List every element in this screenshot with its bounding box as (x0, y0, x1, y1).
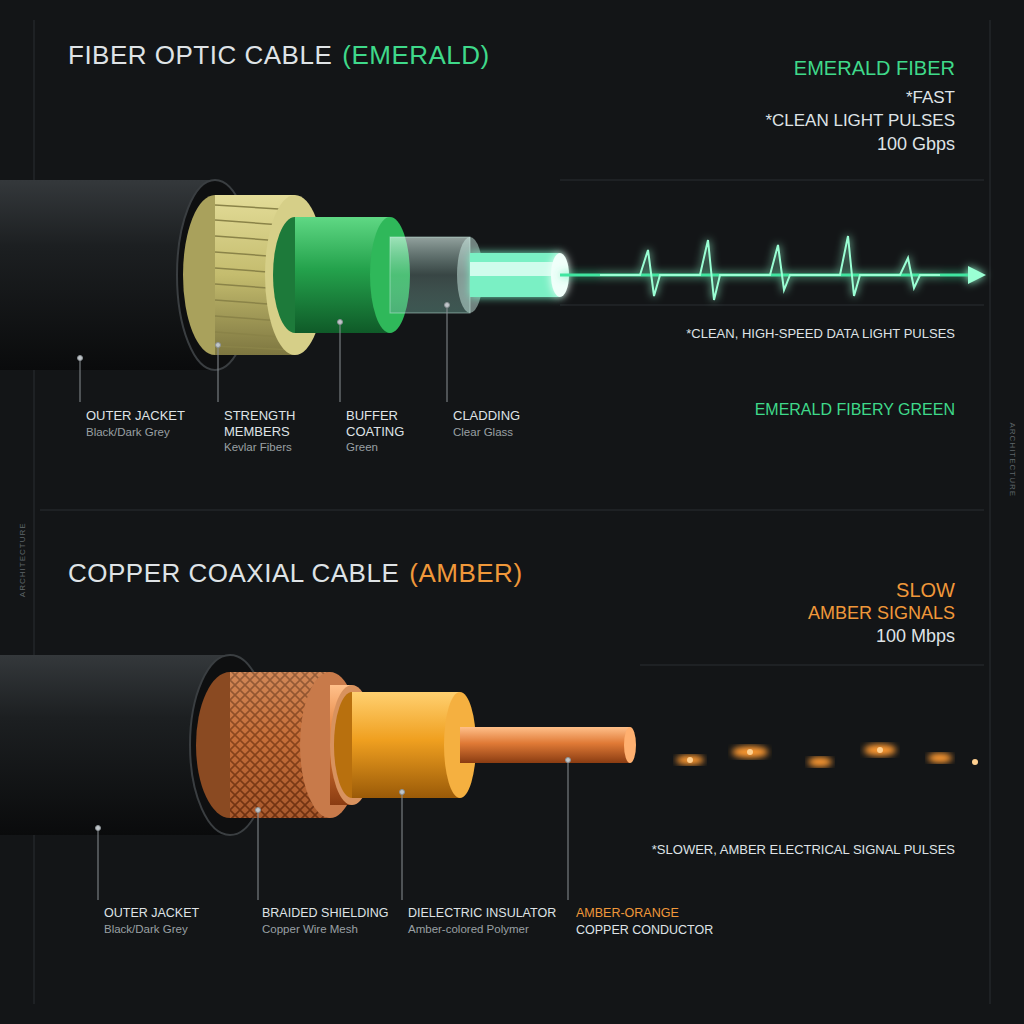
part-material: Amber-colored Polymer (408, 923, 529, 937)
part-name: COPPER CONDUCTOR (576, 923, 713, 938)
section-heading: (EMERALD) (342, 40, 490, 71)
light-pulse-beam (560, 236, 986, 300)
part-material: Copper Wire Mesh (262, 923, 358, 937)
spec-value: 100 Mbps (876, 626, 955, 648)
note-text: *CLEAN, HIGH-SPEED DATA LIGHT PULSES (686, 326, 955, 342)
spec-value: 100 Gbps (877, 134, 955, 156)
spec-text: *CLEAN LIGHT PULSES (765, 111, 955, 131)
spec-heading: SLOW (896, 578, 955, 602)
watermark: ARCHITECTURE (17, 523, 27, 598)
part-name: DIELECTRIC INSULATOR (408, 906, 556, 921)
electrical-signal-pulses (676, 744, 978, 767)
spec-text: *FAST (906, 88, 955, 108)
part-name: STRENGTH MEMBERS (224, 408, 314, 439)
part-name: BUFFER COATING (346, 408, 426, 439)
spec-heading: EMERALD FIBER (794, 56, 955, 80)
section-heading: (AMBER) (409, 558, 522, 589)
part-name: BRAIDED SHIELDING (262, 906, 388, 921)
fiber-cable (0, 180, 569, 370)
part-material: Clear Glass (453, 426, 513, 440)
part-material: Black/Dark Grey (86, 426, 170, 440)
note-text: EMERALD FIBERY GREEN (755, 400, 955, 419)
part-material: Green (346, 441, 378, 455)
part-name: OUTER JACKET (104, 906, 199, 921)
leader-lines (78, 303, 450, 403)
watermark: ARCHITECTURE (1007, 423, 1017, 498)
part-name: OUTER JACKET (86, 408, 185, 424)
coax-cable (0, 655, 636, 835)
section-heading: FIBER OPTIC CABLE (68, 40, 332, 71)
spec-text: AMBER SIGNALS (808, 603, 955, 625)
part-material: Kevlar Fibers (224, 441, 292, 455)
blueprint-grid (34, 20, 990, 1004)
leader-lines (96, 758, 571, 901)
part-name: AMBER-ORANGE (576, 906, 679, 921)
section-heading: COPPER COAXIAL CABLE (68, 558, 399, 589)
part-name: CLADDING (453, 408, 520, 424)
part-material: Black/Dark Grey (104, 923, 188, 937)
note-text: *SLOWER, AMBER ELECTRICAL SIGNAL PULSES (652, 842, 955, 858)
